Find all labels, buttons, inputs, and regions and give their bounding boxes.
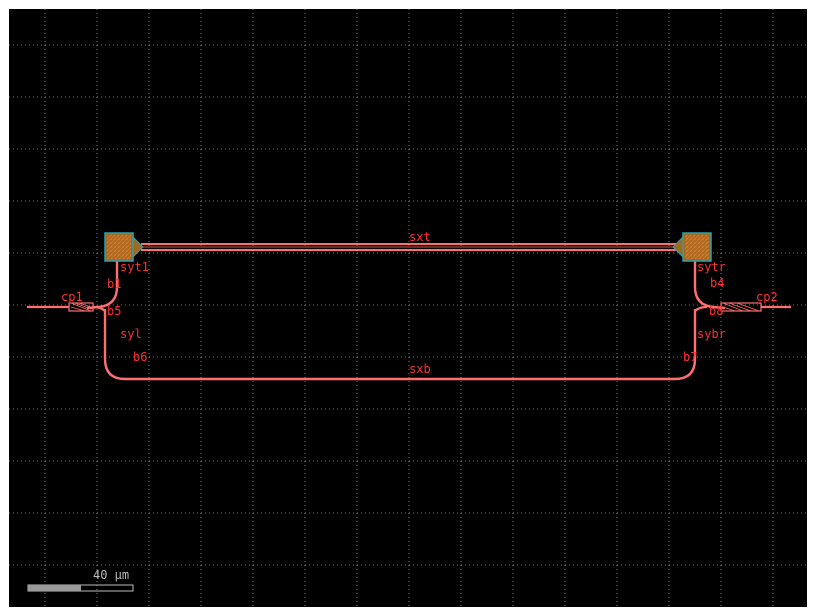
layout-viewport[interactable]: sxt sxb syt1 sytr syl sybr b1 b4 b5 b6 b… [9,9,807,607]
scale-bar-label: 40 µm [93,568,129,582]
label-b5: b5 [107,304,121,318]
label-syt1: syt1 [120,260,149,274]
label-syl: syl [120,327,142,341]
label-sytr: sytr [697,260,726,274]
label-cp1: cp1 [61,290,83,304]
label-b4: b4 [710,276,724,290]
label-b7: b7 [683,350,697,364]
label-b8: b8 [709,304,723,318]
label-sybr: sybr [697,327,726,341]
label-b6: b6 [133,350,147,364]
waveguide-bottom-loop[interactable] [103,309,697,381]
scale-bar: 40 µm [27,568,134,592]
label-sxb: sxb [409,362,431,376]
label-sxt: sxt [409,230,431,244]
label-cp2: cp2 [756,290,778,304]
coupler-cp2[interactable] [694,302,791,312]
grid [9,9,807,607]
pad-left[interactable] [104,232,144,262]
layout-canvas[interactable]: sxt sxb syt1 sytr syl sybr b1 b4 b5 b6 b… [9,9,807,607]
waveguide-right-upper-arm[interactable] [693,261,726,310]
label-b1: b1 [107,277,121,291]
pad-right[interactable] [672,232,712,262]
coupler-cp1[interactable] [27,302,106,312]
